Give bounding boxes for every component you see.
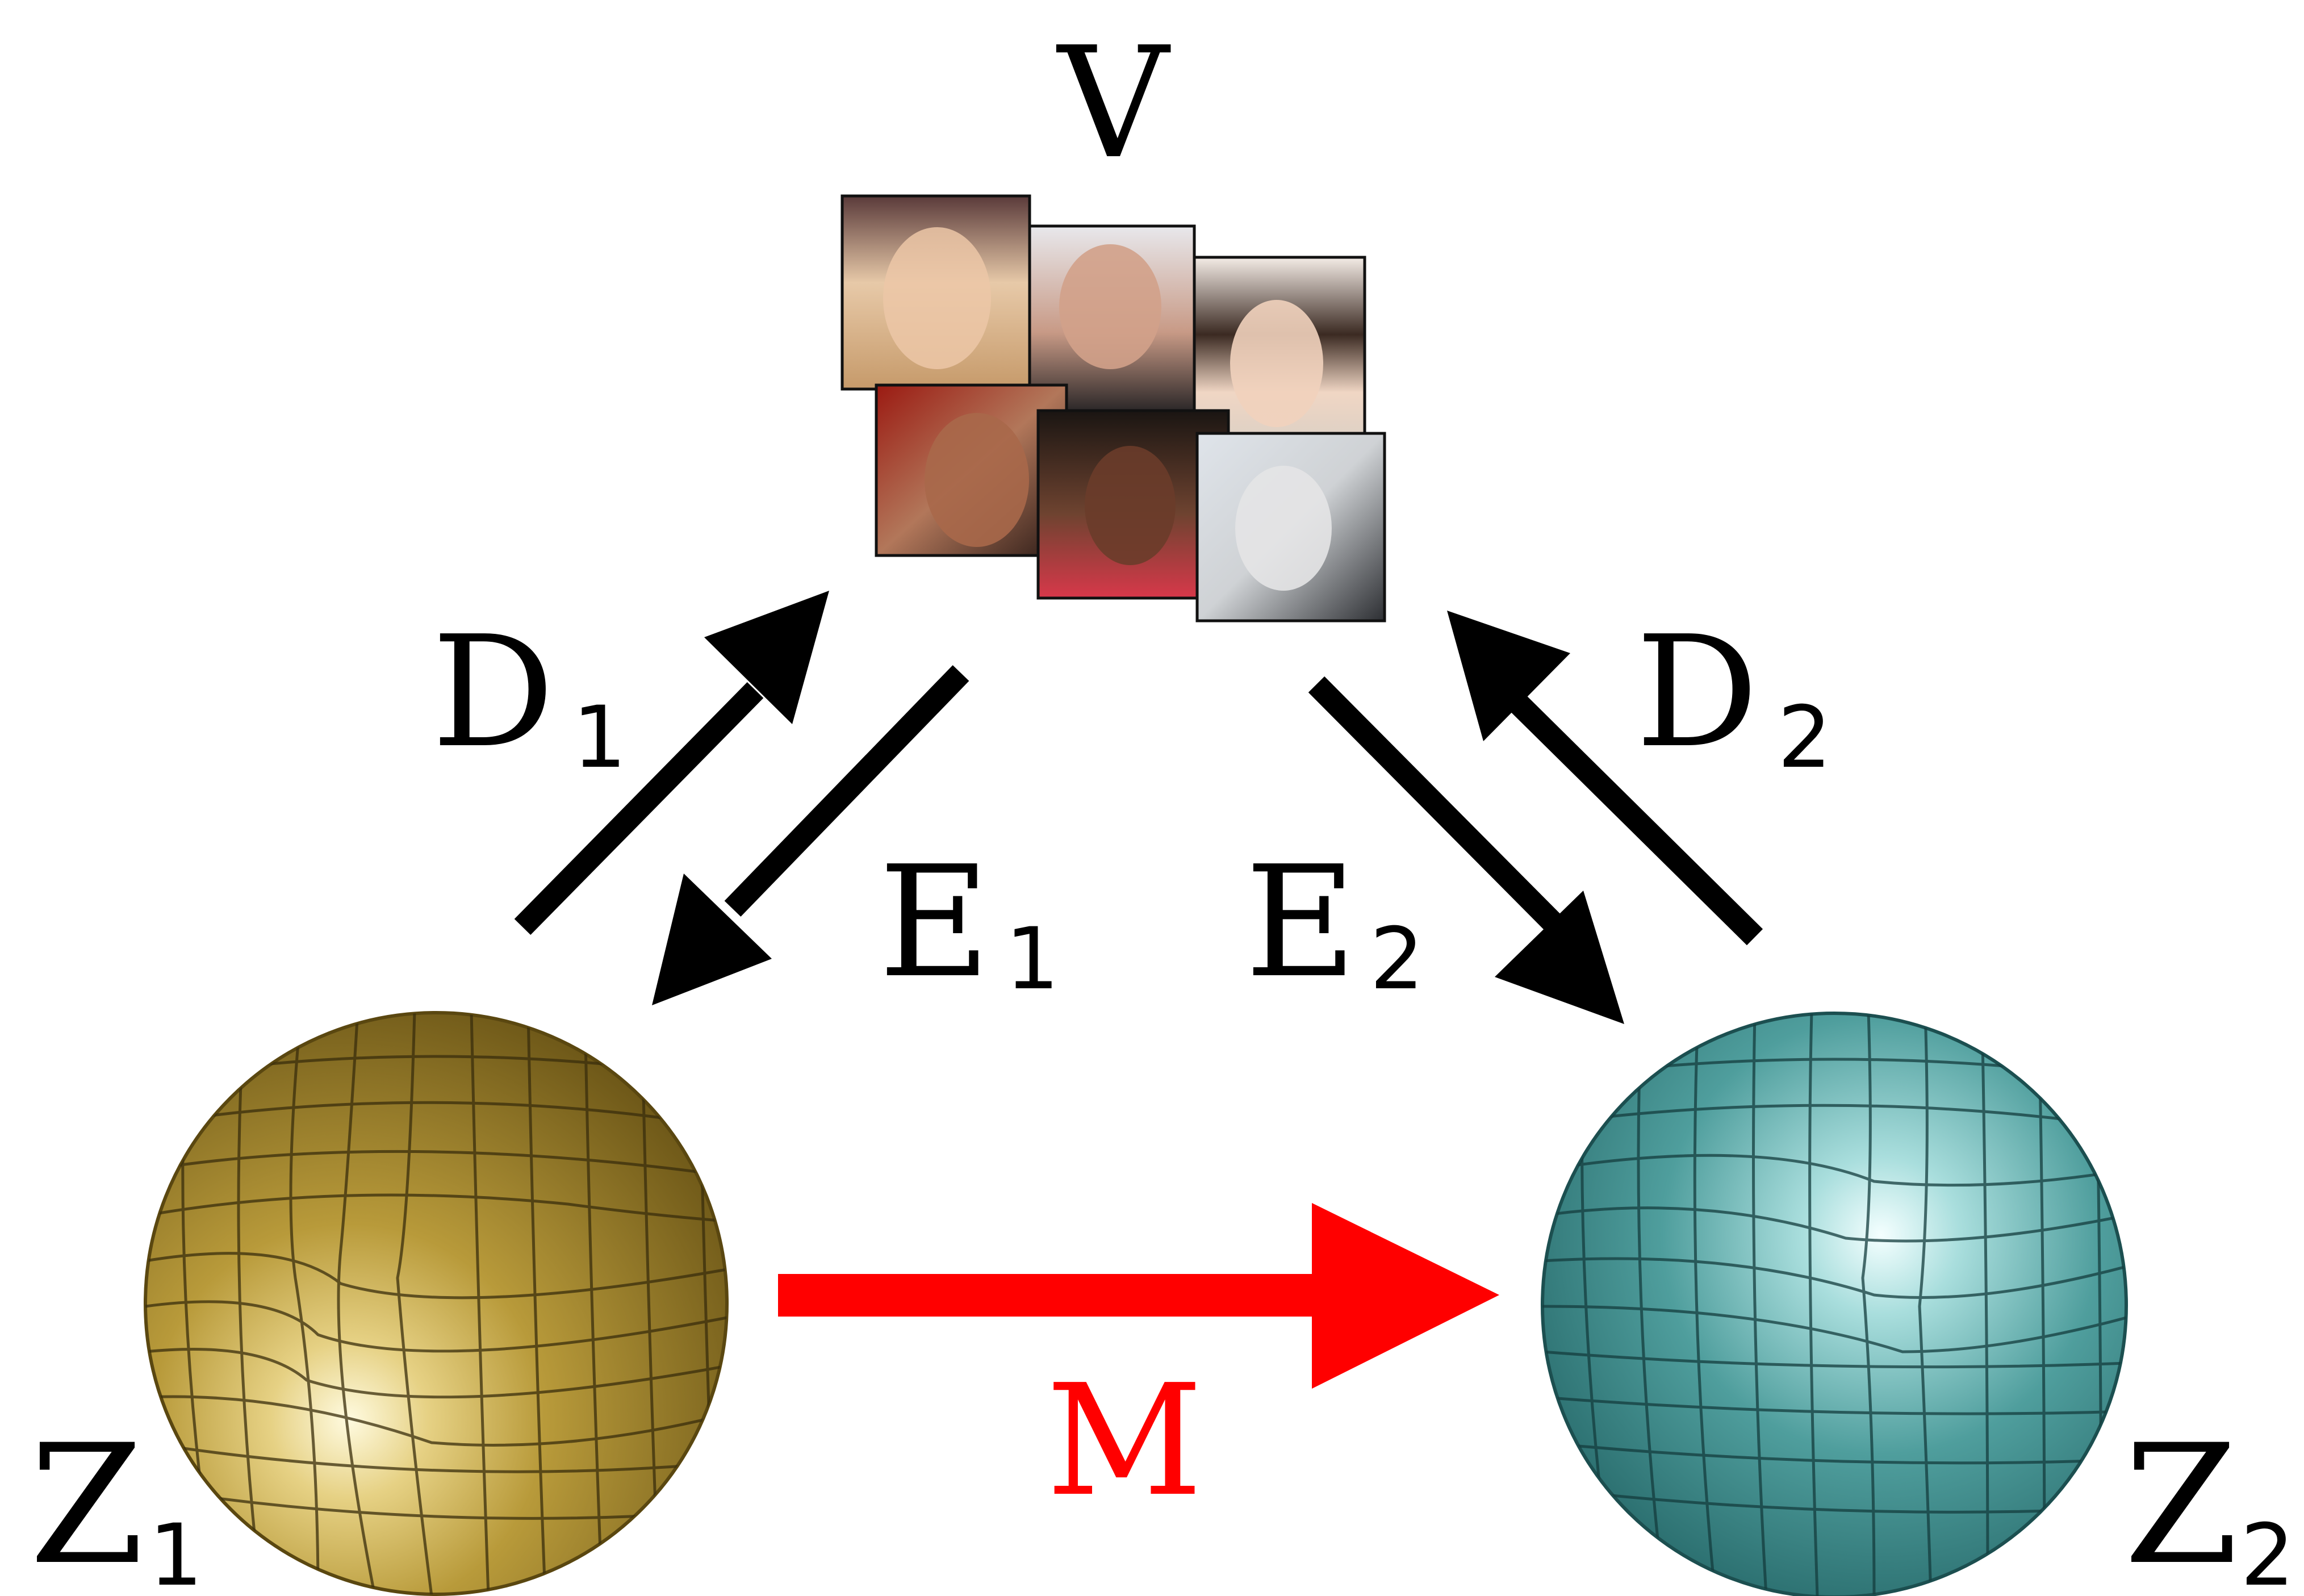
label-e2: E 2 [1245, 833, 1424, 1012]
svg-text:1: 1 [1005, 910, 1059, 1009]
face-shape [883, 227, 991, 369]
arrow-e1-encoder [652, 665, 969, 1005]
mapping-arrow-m [778, 1203, 1499, 1389]
svg-text:1: 1 [149, 1506, 203, 1596]
sphere-grid [145, 1013, 727, 1594]
arrow-d1-decoder [514, 591, 829, 935]
svg-text:1: 1 [572, 688, 626, 787]
svg-text:2: 2 [2240, 1506, 2294, 1596]
arrow-d2-decoder [1447, 611, 1763, 946]
face-shape [1235, 466, 1332, 591]
svg-text:Z: Z [30, 1410, 144, 1596]
label-z2: Z 2 [2124, 1410, 2294, 1596]
svg-text:D: D [432, 603, 554, 782]
face-shape [925, 413, 1029, 547]
label-d1: D 1 [432, 603, 626, 787]
svg-text:Z: Z [2124, 1410, 2239, 1596]
arrow-e2-encoder [1308, 676, 1624, 1024]
face-collage [841, 194, 1386, 622]
label-z1: Z 1 [30, 1410, 203, 1596]
face-shape [1059, 244, 1161, 369]
label-d2: D 2 [1636, 603, 1832, 787]
latent-sphere-z1 [144, 1011, 729, 1596]
face-shape [1085, 446, 1176, 565]
face-shape [1230, 300, 1323, 427]
label-e1: E 1 [879, 833, 1059, 1012]
latent-sphere-z2 [1541, 1012, 2128, 1596]
center-label-v: V [1055, 14, 1173, 193]
svg-text:2: 2 [1370, 910, 1424, 1009]
mapping-label-m: M [1046, 1351, 1203, 1530]
svg-text:D: D [1636, 603, 1758, 782]
svg-text:E: E [1245, 833, 1357, 1012]
svg-text:2: 2 [1778, 688, 1832, 787]
svg-text:E: E [879, 833, 990, 1012]
